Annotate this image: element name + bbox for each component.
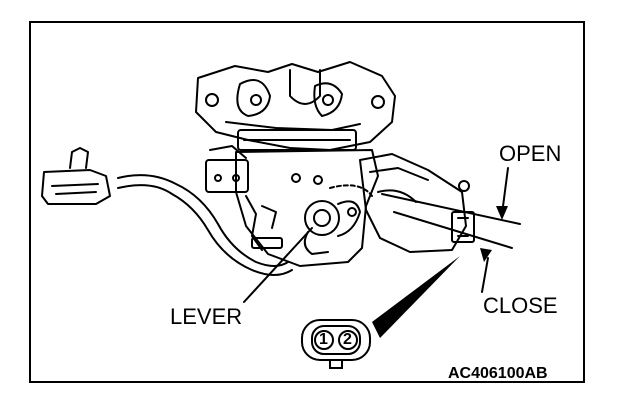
open-arrow-head bbox=[496, 206, 508, 220]
lever-label: LEVER bbox=[170, 304, 243, 329]
lower-plate bbox=[235, 149, 379, 267]
lever-cam bbox=[337, 200, 361, 237]
latch-pivot bbox=[250, 94, 262, 106]
wire-harness bbox=[117, 174, 289, 267]
actuator-housing bbox=[359, 153, 467, 253]
plate-rivet-1 bbox=[291, 173, 301, 183]
harness-connector bbox=[41, 169, 111, 205]
connector-pin-2 bbox=[338, 330, 358, 350]
latch-pawl-pivot bbox=[322, 94, 334, 106]
plate-rivet-3 bbox=[347, 207, 357, 217]
close-label: CLOSE bbox=[483, 293, 558, 318]
latch-pawl bbox=[313, 82, 343, 117]
close-indicator-line bbox=[393, 211, 513, 249]
open-label: OPEN bbox=[499, 141, 562, 166]
lever-leader-line bbox=[243, 227, 313, 303]
latch-mounting-hole-left bbox=[205, 93, 219, 107]
latch-upper-body bbox=[195, 61, 396, 151]
connector-pin-1-label: 1 bbox=[319, 331, 328, 348]
lever-hub bbox=[304, 200, 340, 236]
connector-pointer-wedge bbox=[372, 256, 460, 338]
close-arrow-shaft bbox=[481, 257, 489, 293]
figure-frame bbox=[29, 21, 585, 383]
switch-bracket bbox=[245, 195, 263, 251]
harness-clip-top bbox=[69, 147, 89, 169]
switch-block bbox=[205, 159, 249, 193]
connector-pin-2-label: 2 bbox=[343, 331, 352, 348]
connector-latch-tab bbox=[329, 359, 343, 369]
latch-claw bbox=[236, 79, 271, 117]
latch-mounting-hole-right bbox=[371, 95, 385, 109]
plate-rivet-2 bbox=[313, 175, 323, 185]
harness-clip bbox=[251, 237, 283, 249]
linkage-bar bbox=[237, 129, 357, 151]
connector-pin-1 bbox=[314, 330, 334, 350]
latch-inner-edge bbox=[225, 121, 361, 131]
actuator-connector-port bbox=[451, 211, 475, 243]
latch-striker-slot bbox=[289, 69, 321, 105]
figure-code: AC406100AB bbox=[448, 365, 548, 382]
open-indicator-line bbox=[381, 193, 521, 225]
close-arrow-head bbox=[480, 248, 492, 262]
lever-dashed-guide bbox=[329, 184, 373, 197]
